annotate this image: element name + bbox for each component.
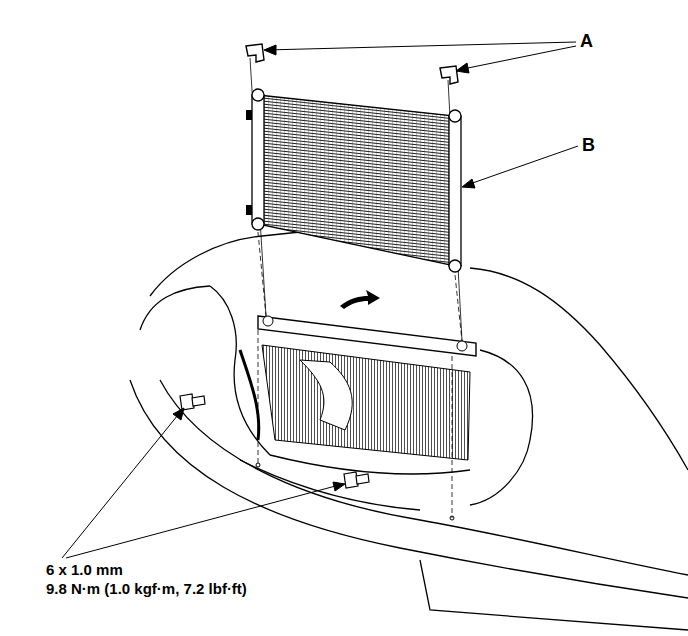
guide-line [258, 330, 259, 465]
guide-line [258, 232, 266, 316]
hose [300, 360, 352, 430]
leader-line [62, 410, 182, 558]
leader-lines [62, 42, 578, 558]
guide-line [455, 275, 462, 341]
bolt-size: 6 x 1.0 mm [46, 561, 123, 578]
fender-line [470, 268, 688, 470]
direction-arrow [340, 290, 380, 309]
body-edge [140, 286, 210, 330]
mount-pin [449, 260, 461, 272]
mount-pin [252, 89, 264, 101]
condenser-core [258, 95, 455, 266]
leader-arrowhead [333, 482, 345, 491]
leader-arrowhead [456, 63, 469, 73]
bolt-shank [356, 474, 369, 484]
bolt-shank [192, 396, 205, 406]
bolt-hole [256, 463, 260, 467]
mount-pin [252, 218, 264, 230]
torque-spec: 9.8 N·m (1.0 kgf·m, 7.2 lbf·ft) [46, 580, 247, 597]
guide-line [452, 356, 453, 518]
mount-hole [263, 316, 273, 326]
condenser-tank [449, 116, 461, 266]
support-bar [258, 316, 476, 356]
radiator-core [262, 345, 470, 460]
opening-edge [470, 350, 533, 505]
callout-letter: B [582, 135, 595, 156]
mount-pin [449, 110, 461, 122]
bolt [344, 472, 369, 488]
mount-bracket [440, 66, 458, 84]
bracket-tab [246, 205, 252, 215]
fender-line [150, 232, 300, 296]
mount-bracket [246, 44, 264, 62]
opening-edge [270, 455, 470, 474]
wire-harness [240, 350, 259, 440]
bolt-hole [450, 516, 454, 520]
mount-hole [457, 341, 467, 351]
car-body [130, 232, 688, 630]
condenser-tank [252, 95, 264, 224]
leader-arrowhead [264, 45, 276, 55]
leader-line [66, 484, 343, 558]
callout-letter: A [580, 31, 593, 52]
opening-edge [210, 286, 270, 455]
leader-arrowhead [173, 408, 184, 420]
condenser [246, 89, 461, 272]
leader-line [464, 146, 578, 186]
leader-line [458, 46, 576, 70]
guide-lines [250, 58, 462, 518]
bracket-tab [246, 110, 252, 120]
leader-arrowhead [462, 179, 475, 188]
guide-line [250, 58, 266, 316]
leader-line [266, 42, 576, 50]
bumper-edge [420, 560, 688, 630]
guide-line [448, 80, 462, 341]
